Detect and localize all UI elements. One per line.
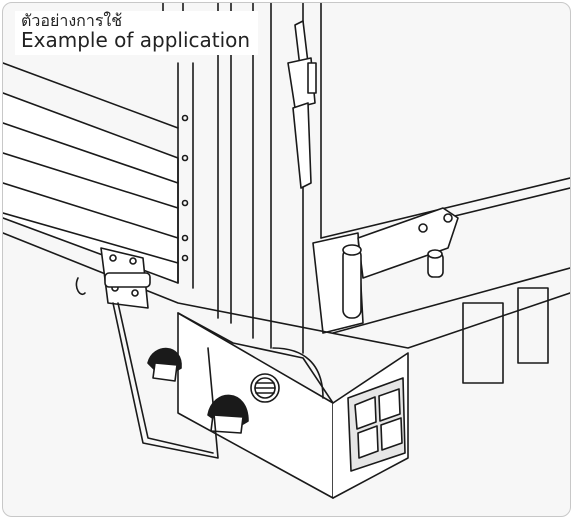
chassis-corner xyxy=(3,232,570,499)
wire-loop xyxy=(75,277,219,459)
round-vent xyxy=(250,373,280,403)
hasp-latch xyxy=(312,207,459,334)
truck-corner-drawing xyxy=(3,3,570,499)
door-handle xyxy=(287,20,317,189)
square-vent-grille xyxy=(347,377,406,472)
side-wall-panels xyxy=(3,62,194,289)
caption-thai: ตัวอย่างการใช้ xyxy=(21,11,123,30)
rubber-bumpers xyxy=(147,347,249,434)
caption-english: Example of application xyxy=(21,27,251,52)
door-frame xyxy=(162,3,322,354)
hinge xyxy=(100,247,151,309)
caption-box: ตัวอย่างการใช้ Example of application xyxy=(15,11,259,55)
